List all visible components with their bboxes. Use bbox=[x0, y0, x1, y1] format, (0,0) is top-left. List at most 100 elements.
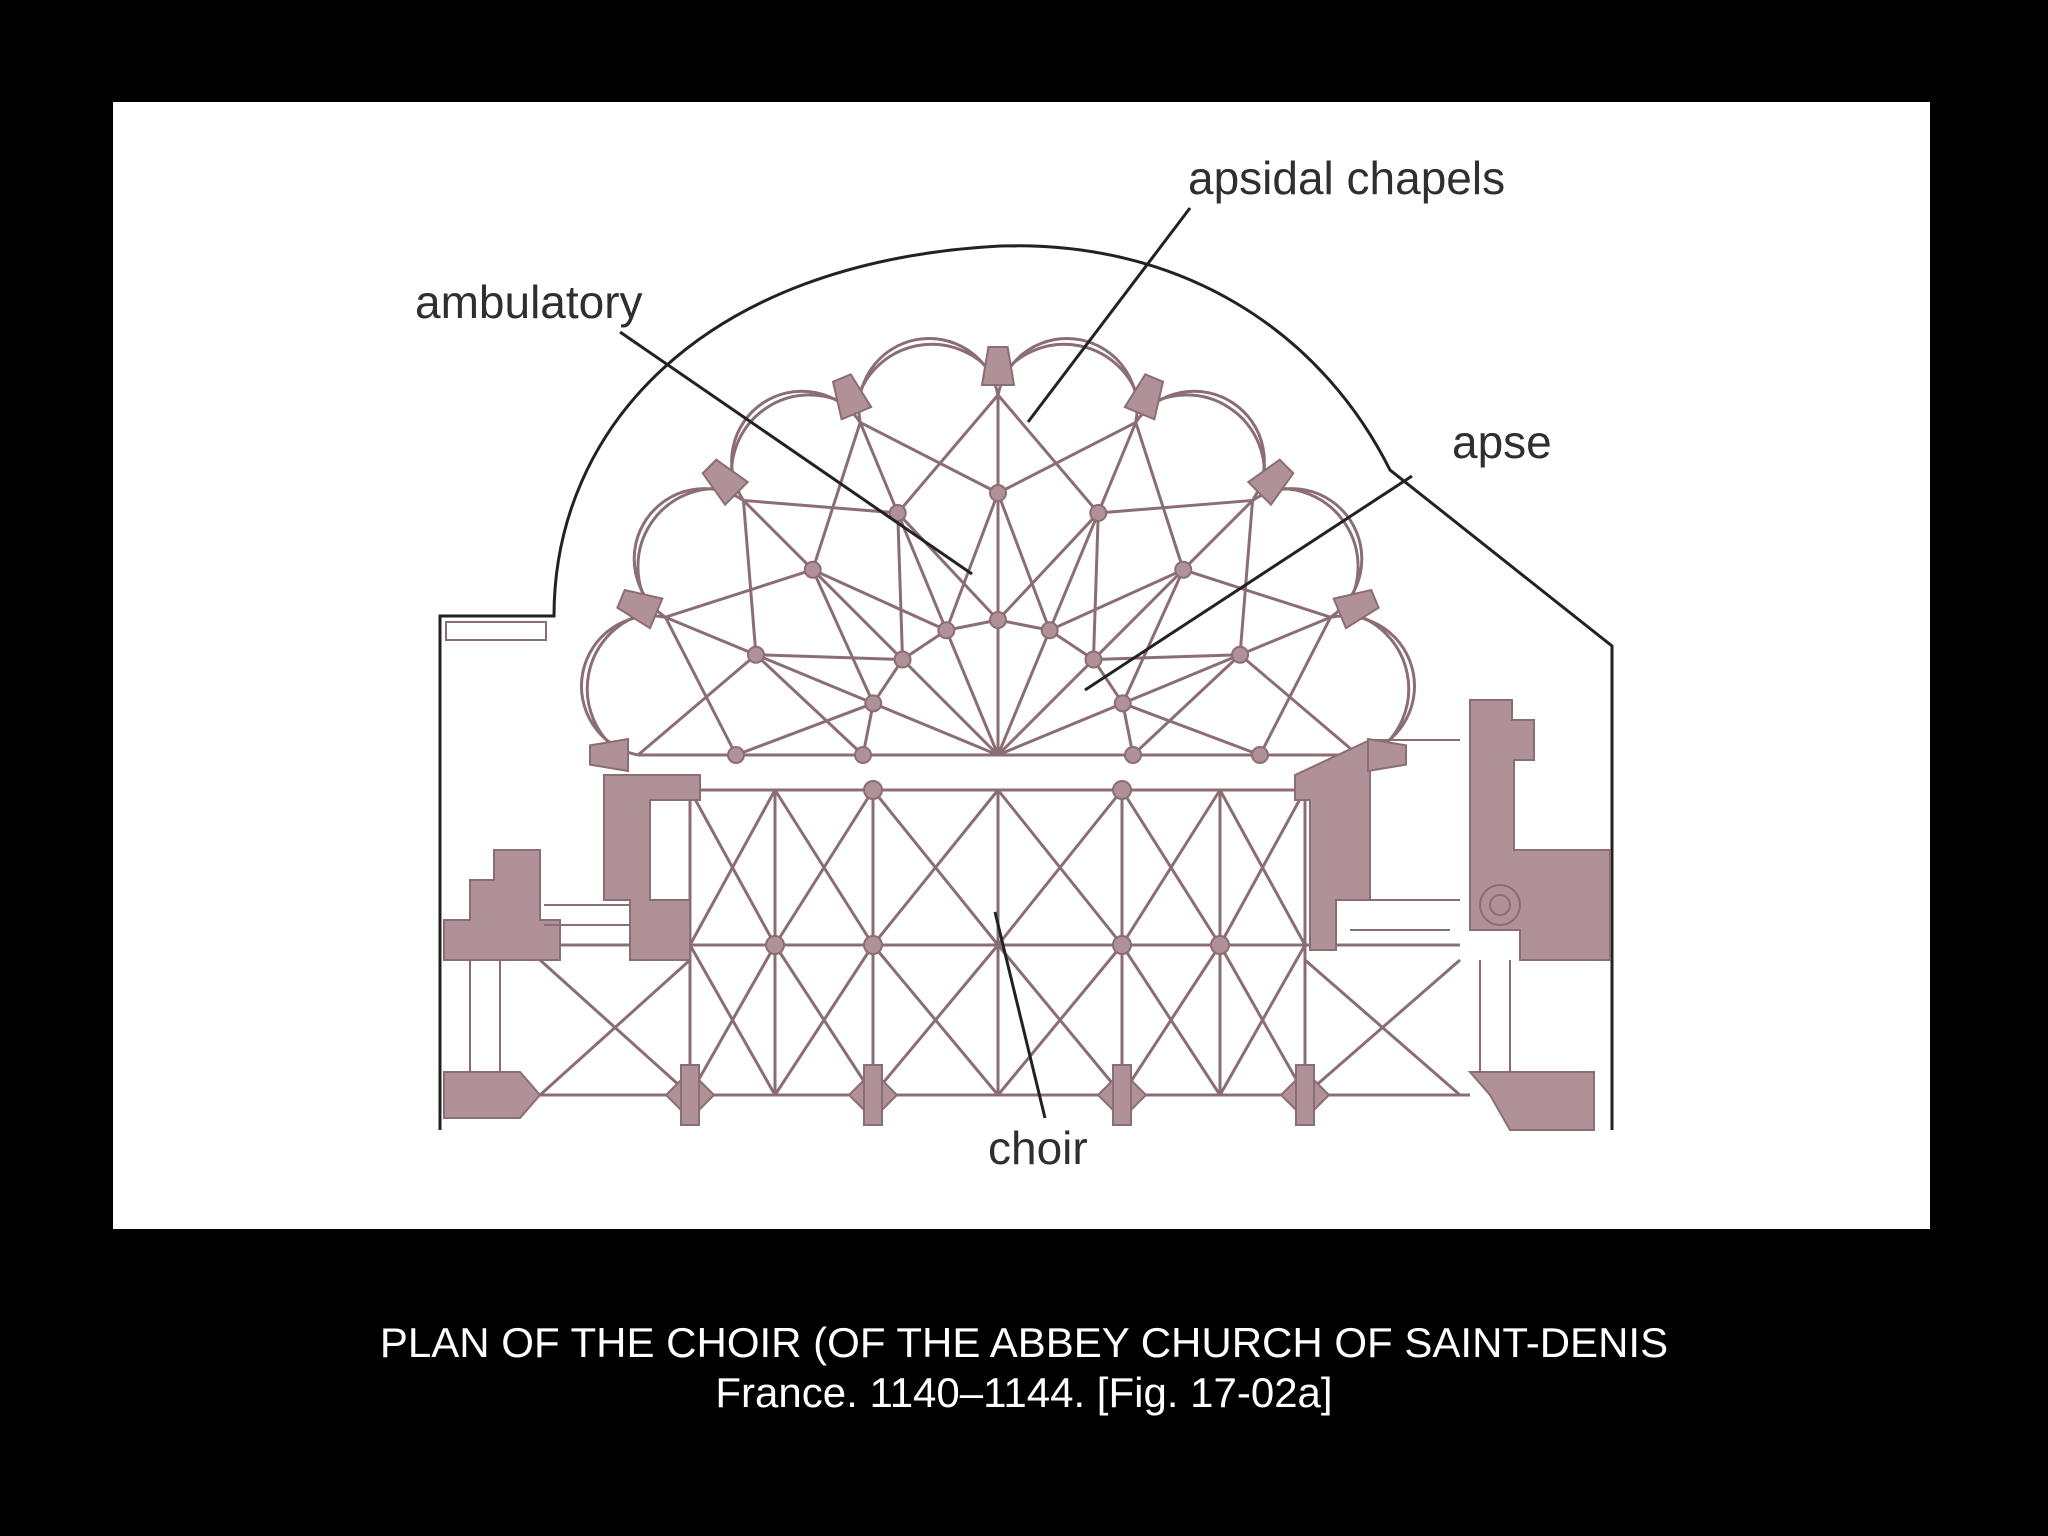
rib bbox=[896, 394, 1000, 514]
rib bbox=[1182, 499, 1254, 571]
rib bbox=[688, 789, 777, 946]
rib bbox=[1131, 653, 1242, 757]
rib bbox=[1049, 568, 1184, 632]
rib bbox=[1120, 789, 1222, 946]
label-ambulatory: ambulatory bbox=[415, 276, 643, 328]
chapel-wall bbox=[579, 614, 666, 757]
rib bbox=[811, 569, 875, 704]
pier bbox=[727, 746, 745, 764]
rib bbox=[872, 701, 999, 757]
pier bbox=[1231, 645, 1250, 664]
rib bbox=[896, 512, 905, 660]
rib bbox=[755, 653, 903, 662]
rib bbox=[944, 492, 1000, 631]
pier bbox=[863, 935, 883, 955]
rib bbox=[1239, 615, 1332, 657]
caption-line-2: France. 1140–1144. [Fig. 17-02a] bbox=[715, 1369, 1333, 1416]
rib bbox=[1121, 569, 1185, 704]
right-bottom-block bbox=[1467, 1071, 1595, 1131]
rib bbox=[944, 629, 1000, 756]
pier bbox=[989, 611, 1007, 629]
pier bbox=[888, 503, 907, 522]
rib bbox=[996, 629, 1052, 756]
leader-apse bbox=[1084, 474, 1413, 692]
rib bbox=[859, 421, 999, 495]
side-walls bbox=[443, 699, 1611, 1131]
rib bbox=[743, 498, 898, 515]
pier bbox=[863, 780, 883, 800]
rib bbox=[742, 499, 814, 571]
buttress bbox=[616, 588, 664, 630]
pier bbox=[1251, 746, 1269, 764]
rib bbox=[996, 658, 1095, 757]
pier bbox=[1040, 621, 1059, 640]
pier bbox=[1210, 935, 1230, 955]
side-details bbox=[445, 621, 1521, 1072]
left-transept-pier bbox=[603, 774, 701, 961]
pier bbox=[1174, 560, 1193, 579]
rib bbox=[1093, 653, 1241, 662]
pier bbox=[765, 935, 785, 955]
buttress bbox=[980, 346, 1016, 386]
pier bbox=[989, 484, 1007, 502]
rib bbox=[1092, 568, 1185, 661]
chapel-wall bbox=[857, 336, 1000, 423]
rib bbox=[1134, 421, 1185, 571]
rib bbox=[664, 616, 738, 756]
rib bbox=[1182, 568, 1332, 619]
pier-shaft bbox=[1295, 1064, 1315, 1126]
rib bbox=[996, 492, 1052, 631]
buttress bbox=[589, 737, 629, 773]
chapel-wall bbox=[996, 336, 1139, 423]
rib bbox=[755, 653, 874, 705]
buttresses bbox=[589, 346, 1407, 773]
rib bbox=[811, 568, 904, 661]
slide-caption: PLAN OF THE CHOIR (OF THE ABBEY CHURCH O… bbox=[0, 1318, 2048, 1418]
rib bbox=[664, 615, 757, 657]
pier bbox=[1113, 694, 1132, 713]
rib bbox=[754, 653, 865, 757]
chapel-wall-outer bbox=[636, 487, 734, 613]
piers bbox=[664, 484, 1331, 1126]
left-wall-block bbox=[443, 849, 561, 961]
rib bbox=[1258, 616, 1332, 756]
site-outline bbox=[438, 244, 1614, 1130]
leader-choir bbox=[993, 911, 1047, 1119]
rib bbox=[997, 701, 1124, 757]
label-apsidal-chapels: apsidal chapels bbox=[1188, 152, 1505, 204]
chapel-wall-outer bbox=[1262, 487, 1360, 613]
right-transept-pier bbox=[1294, 738, 1371, 951]
rib bbox=[996, 511, 1100, 622]
pier bbox=[1112, 935, 1132, 955]
pier-shaft bbox=[1112, 1064, 1132, 1126]
chapel-wall-outer bbox=[1140, 393, 1266, 491]
rib bbox=[1238, 500, 1255, 655]
rib bbox=[1091, 512, 1100, 660]
rib bbox=[996, 944, 1124, 1096]
pier bbox=[1112, 780, 1132, 800]
rib bbox=[1122, 701, 1261, 757]
pier-shaft bbox=[680, 1064, 700, 1126]
rib bbox=[664, 568, 814, 619]
rib bbox=[741, 500, 758, 655]
pier bbox=[937, 621, 956, 640]
rib bbox=[1098, 498, 1253, 515]
label-choir: choir bbox=[988, 1122, 1088, 1174]
buttress bbox=[1123, 373, 1165, 421]
rib bbox=[735, 701, 874, 757]
pier-shaft bbox=[863, 1064, 883, 1126]
rib bbox=[1218, 944, 1307, 1096]
buttress bbox=[1246, 458, 1295, 507]
rib bbox=[688, 944, 777, 1096]
pier bbox=[893, 650, 912, 669]
pier bbox=[864, 694, 883, 713]
pier bbox=[1089, 503, 1108, 522]
rib bbox=[1120, 944, 1222, 1096]
pier bbox=[803, 560, 822, 579]
buttress bbox=[701, 458, 750, 507]
buttress bbox=[831, 373, 873, 421]
chapel-wall-outer bbox=[1343, 610, 1411, 757]
left-bottom-pier bbox=[443, 1071, 542, 1119]
